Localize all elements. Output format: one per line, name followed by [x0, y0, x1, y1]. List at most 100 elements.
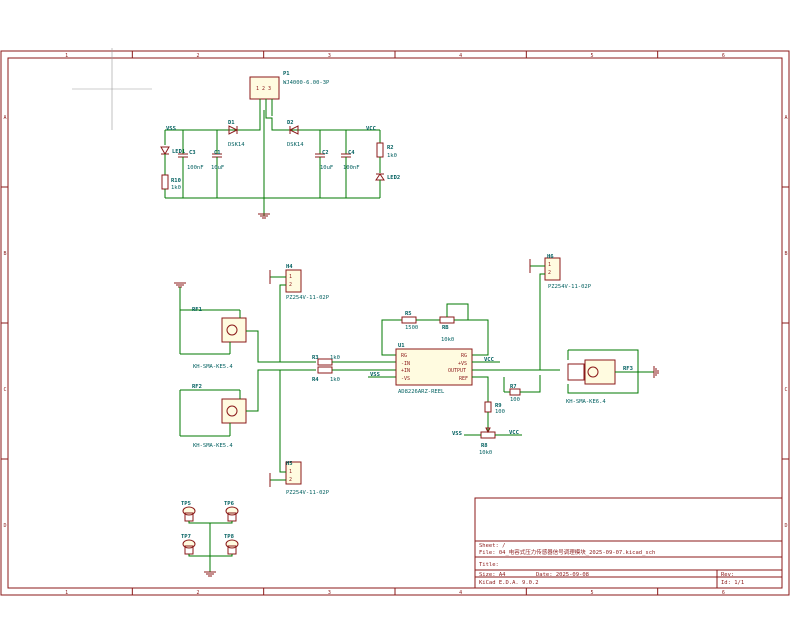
column-label-bottom: 5 [590, 590, 593, 596]
svg-text:+VS: +VS [458, 361, 467, 367]
diode-d2[interactable]: D2 DSK14 [287, 120, 304, 148]
svg-text:OUTPUT: OUTPUT [448, 368, 466, 374]
svg-text:U1: U1 [398, 343, 405, 349]
tb-file: File: 04_电容式压力传感器信号调理模块_2025-09-07.kicad… [479, 548, 655, 556]
tb-id: Id: 1/1 [721, 580, 744, 586]
svg-text:TP8: TP8 [224, 534, 234, 540]
header-h4[interactable]: H4 1 2 PZ254V-11-02P [269, 264, 330, 362]
svg-text:2: 2 [289, 477, 292, 483]
resistor-r3[interactable]: R3 1k0 [312, 355, 340, 366]
connector-rf2[interactable]: RF2 KH-SMA-KE5.4 [179, 369, 316, 449]
svg-text:2: 2 [289, 282, 292, 288]
outer-frame [0, 50, 790, 596]
svg-text:C1: C1 [214, 150, 221, 156]
resistor-r10[interactable]: R10 1k0 [161, 174, 181, 198]
svg-text:C4: C4 [348, 150, 355, 156]
column-label-bottom: 6 [722, 590, 725, 596]
column-label-top: 3 [328, 53, 331, 59]
row-label-left: B [3, 251, 6, 257]
testpoint-tp8[interactable]: TP8 [224, 534, 239, 555]
row-label-right: D [784, 523, 787, 529]
connector-rf1[interactable]: RF1 KH-SMA-KE5.4 [174, 282, 316, 370]
row-label-right: A [784, 115, 787, 121]
resistor-r4[interactable]: R4 1k0 [312, 366, 340, 383]
svg-text:1: 1 [289, 469, 292, 475]
svg-text:10k0: 10k0 [441, 337, 454, 343]
resistor-r5[interactable]: R5 1500 [401, 311, 418, 331]
svg-text:RF2: RF2 [192, 384, 202, 390]
svg-text:PZ254V-11-02P: PZ254V-11-02P [286, 295, 330, 301]
column-label-bottom: 1 [65, 590, 68, 596]
capacitor-c4[interactable]: C4 100nF [341, 130, 360, 198]
svg-text:TP6: TP6 [224, 501, 235, 507]
ground-symbol [258, 213, 270, 219]
header-h6[interactable]: H6 1 2 PZ254V-11-02P [529, 254, 592, 370]
column-label-top: 6 [722, 53, 725, 59]
svg-text:R2: R2 [387, 145, 394, 151]
row-label-left: D [3, 523, 6, 529]
inner-frame [7, 57, 783, 589]
testpoint-tp5[interactable]: TP5 [181, 501, 196, 522]
header-h5[interactable]: H5 1 2 PZ254V-11-02P [269, 370, 330, 496]
svg-text:10k0: 10k0 [479, 450, 492, 456]
capacitor-c3[interactable]: C3 100nF [178, 130, 204, 198]
capacitor-c1[interactable]: C1 10uF [211, 130, 224, 198]
svg-text:1: 1 [289, 274, 292, 280]
tb-title: Title: [479, 562, 499, 568]
ic-u1[interactable]: U1 AD8226ARZ-REEL RG -IN +IN -VS RG +VS … [395, 343, 473, 395]
svg-text:H5: H5 [286, 461, 293, 467]
svg-text:10uF: 10uF [211, 165, 224, 171]
svg-text:R8: R8 [481, 443, 488, 449]
svg-text:KH-SMA-KE5.4: KH-SMA-KE5.4 [193, 443, 233, 449]
svg-text:RB: RB [442, 325, 449, 331]
svg-text:1 2 3: 1 2 3 [256, 86, 271, 92]
svg-text:R3: R3 [312, 355, 319, 361]
tb-size: Size: A4 [479, 572, 506, 578]
capacitor-c2[interactable]: C2 10uF [315, 130, 333, 198]
row-label-left: A [3, 115, 6, 121]
svg-text:PZ254V-11-02P: PZ254V-11-02P [286, 490, 330, 496]
svg-text:-IN: -IN [401, 361, 410, 367]
svg-text:R10: R10 [171, 178, 181, 184]
svg-text:RF3: RF3 [623, 366, 633, 372]
svg-text:DSK14: DSK14 [287, 142, 304, 148]
vss-label: VSS [166, 126, 176, 132]
column-label-top: 5 [590, 53, 593, 59]
vcc-label: VCC [366, 126, 376, 132]
svg-text:2: 2 [548, 270, 551, 276]
svg-text:H6: H6 [547, 254, 554, 260]
resistor-r7[interactable]: R7 100 [504, 375, 541, 403]
tb-sheet: Sheet: / [479, 543, 506, 549]
svg-text:1500: 1500 [405, 325, 418, 331]
svg-text:REF: REF [459, 376, 468, 382]
potentiometer-rb[interactable]: RB 10k0 [439, 303, 469, 343]
testpoint-tp6[interactable]: TP6 [224, 501, 239, 522]
column-label-top: 2 [196, 53, 199, 59]
svg-text:H4: H4 [286, 264, 293, 270]
svg-text:PZ254V-11-02P: PZ254V-11-02P [548, 284, 592, 290]
svg-text:1k0: 1k0 [171, 185, 181, 191]
led-led1[interactable]: LED1 [160, 130, 186, 175]
svg-text:C2: C2 [322, 150, 329, 156]
svg-text:1k0: 1k0 [330, 377, 340, 383]
column-label-bottom: 3 [328, 590, 331, 596]
led-led2[interactable]: LED2 [375, 173, 400, 198]
svg-text:100nF: 100nF [187, 165, 204, 171]
svg-text:KH-SMA-KE6.4: KH-SMA-KE6.4 [566, 399, 606, 405]
svg-text:R7: R7 [510, 384, 517, 390]
connector-rf3[interactable]: RF3 KH-SMA-KE6.4 [566, 349, 659, 405]
connector-p1[interactable]: P1 WJ4000-6.00-3P 1 2 3 [249, 71, 330, 100]
svg-text:WJ4000-6.00-3P: WJ4000-6.00-3P [283, 80, 330, 86]
svg-text:LED2: LED2 [387, 175, 400, 181]
frame-ticks [1, 51, 789, 595]
potentiometer-r8[interactable]: R8 10k0 [464, 427, 522, 456]
resistor-r2[interactable]: R2 1k0 [376, 130, 397, 173]
svg-text:TP5: TP5 [181, 501, 191, 507]
vcc-label-r8: VCC [509, 430, 519, 436]
row-label-right: B [784, 251, 787, 257]
diode-d1[interactable]: D1 DSK14 [228, 120, 245, 148]
test-points: TP5 TP6 TP7 TP8 [181, 501, 239, 577]
testpoint-tp7[interactable]: TP7 [181, 534, 196, 555]
